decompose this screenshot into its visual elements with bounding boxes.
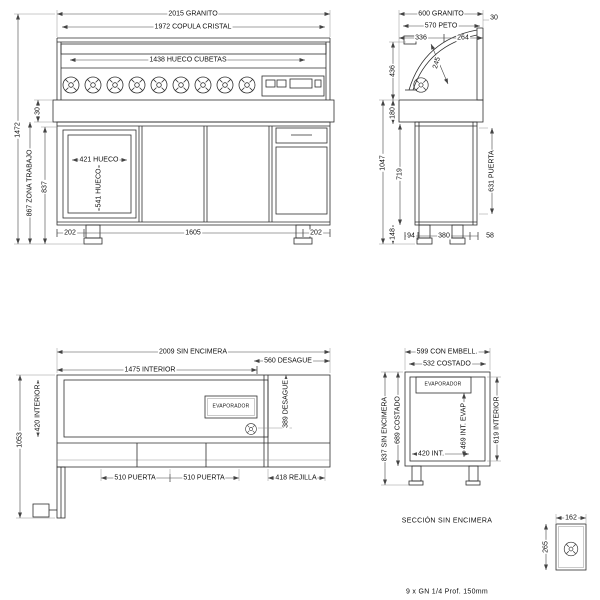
door-handle [32, 503, 50, 518]
drawer [275, 127, 328, 144]
granite-top [398, 99, 484, 123]
gn-pan-icon [194, 76, 212, 94]
dim-espesor-peto: 30 [489, 14, 499, 22]
dim-interior-1475: 1475 INTERIOR [123, 366, 177, 374]
gn-pan-detail-view [544, 514, 587, 571]
caption-seccion: SECCIÓN SIN ENCIMERA [400, 517, 494, 525]
dim-rejilla: 418 REJILLA [274, 474, 318, 482]
dim-altura-total: 1472 [14, 121, 22, 139]
gn-pan-icon [413, 77, 429, 93]
dim-detalle-265: 265 [542, 540, 550, 554]
dim-trasera-264: 264 [456, 34, 470, 42]
evaporator-box [204, 395, 258, 419]
dim-58: 58 [485, 232, 495, 240]
dim-detalle-162: 162 [564, 514, 578, 522]
gn-pan-icon [106, 76, 124, 94]
dim-con-embell: 599 CON EMBELL. [415, 348, 479, 356]
label-evaporador-plan: EVAPORADOR [211, 403, 251, 410]
gn-pan-icon [172, 76, 190, 94]
dim-altura-1047: 1047 [379, 154, 387, 172]
dim-altura-vitrina: 436 [389, 64, 397, 78]
control-panel [261, 75, 325, 97]
dim-costado-532: 532 COSTADO [422, 360, 472, 368]
drain-icon [245, 423, 257, 435]
gn-pan-icon [128, 76, 146, 94]
compressor-grille [275, 146, 328, 215]
dim-380: 380 [437, 232, 451, 240]
gn-pan-icon [563, 541, 579, 557]
gn-pan-icon [238, 76, 256, 94]
dim-desague-560: 560 DESAGUE [263, 357, 313, 365]
left-door [62, 129, 137, 219]
dim-puerta-1: 510 PUERTA [113, 474, 157, 482]
dim-alto-peto-180: 180 [389, 106, 397, 120]
dim-copula-cristal: 1972 COPULA CRISTAL [153, 23, 233, 31]
dim-costado-689: 689 COSTADO [394, 395, 402, 445]
dim-hueco-alto: 541 HUECO [95, 167, 103, 209]
dim-fondo-1053: 1053 [16, 431, 24, 449]
dim-interior-evap: 469 INT. EVAP [460, 401, 468, 451]
dim-interior-420: 420 INT. [416, 450, 446, 458]
dim-pata-148: 148 [389, 227, 397, 241]
dim-94: 94 [406, 232, 416, 240]
dim-granito-fondo: 600 GRANITO [417, 10, 465, 18]
dim-granito-width: 2015 GRANITO [167, 10, 219, 18]
dim-peto: 570 PETO [423, 22, 459, 30]
front-elevation-view [14, 10, 335, 245]
gn-pan-icon [84, 76, 102, 94]
dim-interior-fondo: 420 INTERIOR [34, 383, 42, 433]
gn-pan-icon [150, 76, 168, 94]
evaporator-box [415, 376, 472, 394]
dim-puerta-lateral: 631 PUERTA [488, 149, 496, 193]
dim-hueco-cubetas: 1438 HUECO CUBETAS [148, 56, 228, 64]
plan-view [16, 348, 331, 519]
dim-hueco-ancho: 421 HUECO [78, 156, 120, 164]
granite-top [52, 99, 335, 123]
gn-pan-icon [62, 76, 80, 94]
dim-altura-719: 719 [396, 167, 404, 181]
dim-zona-trabajo: 867 ZONA TRABAJO [26, 148, 34, 218]
side-elevation-view [379, 10, 494, 245]
dim-altura-cuerpo: 837 [41, 180, 49, 194]
label-evaporador-section: EVAPORADOR [423, 381, 463, 388]
dim-interior-619: 619 INTERIOR [493, 395, 501, 445]
gn-pan-icon [216, 76, 234, 94]
dim-sin-encimera: 2009 SIN ENCIMERA [157, 348, 229, 356]
dim-base: 1605 [184, 229, 202, 237]
dim-espesor-granito: 30 [34, 106, 42, 116]
dim-frente-336: 336 [414, 34, 428, 42]
back-panel [476, 27, 484, 101]
dim-sin-encimera-837: 837 SIN ENCIMERA [381, 395, 389, 463]
dim-pata-izq: 202 [63, 229, 77, 237]
dim-pata-der: 202 [309, 229, 323, 237]
footer-note: 9 x GN 1/4 Prof. 150mm [404, 588, 490, 596]
dim-puerta-2: 510 PUERTA [182, 474, 226, 482]
dim-desague-389: 389 DESAGUE [282, 379, 290, 429]
